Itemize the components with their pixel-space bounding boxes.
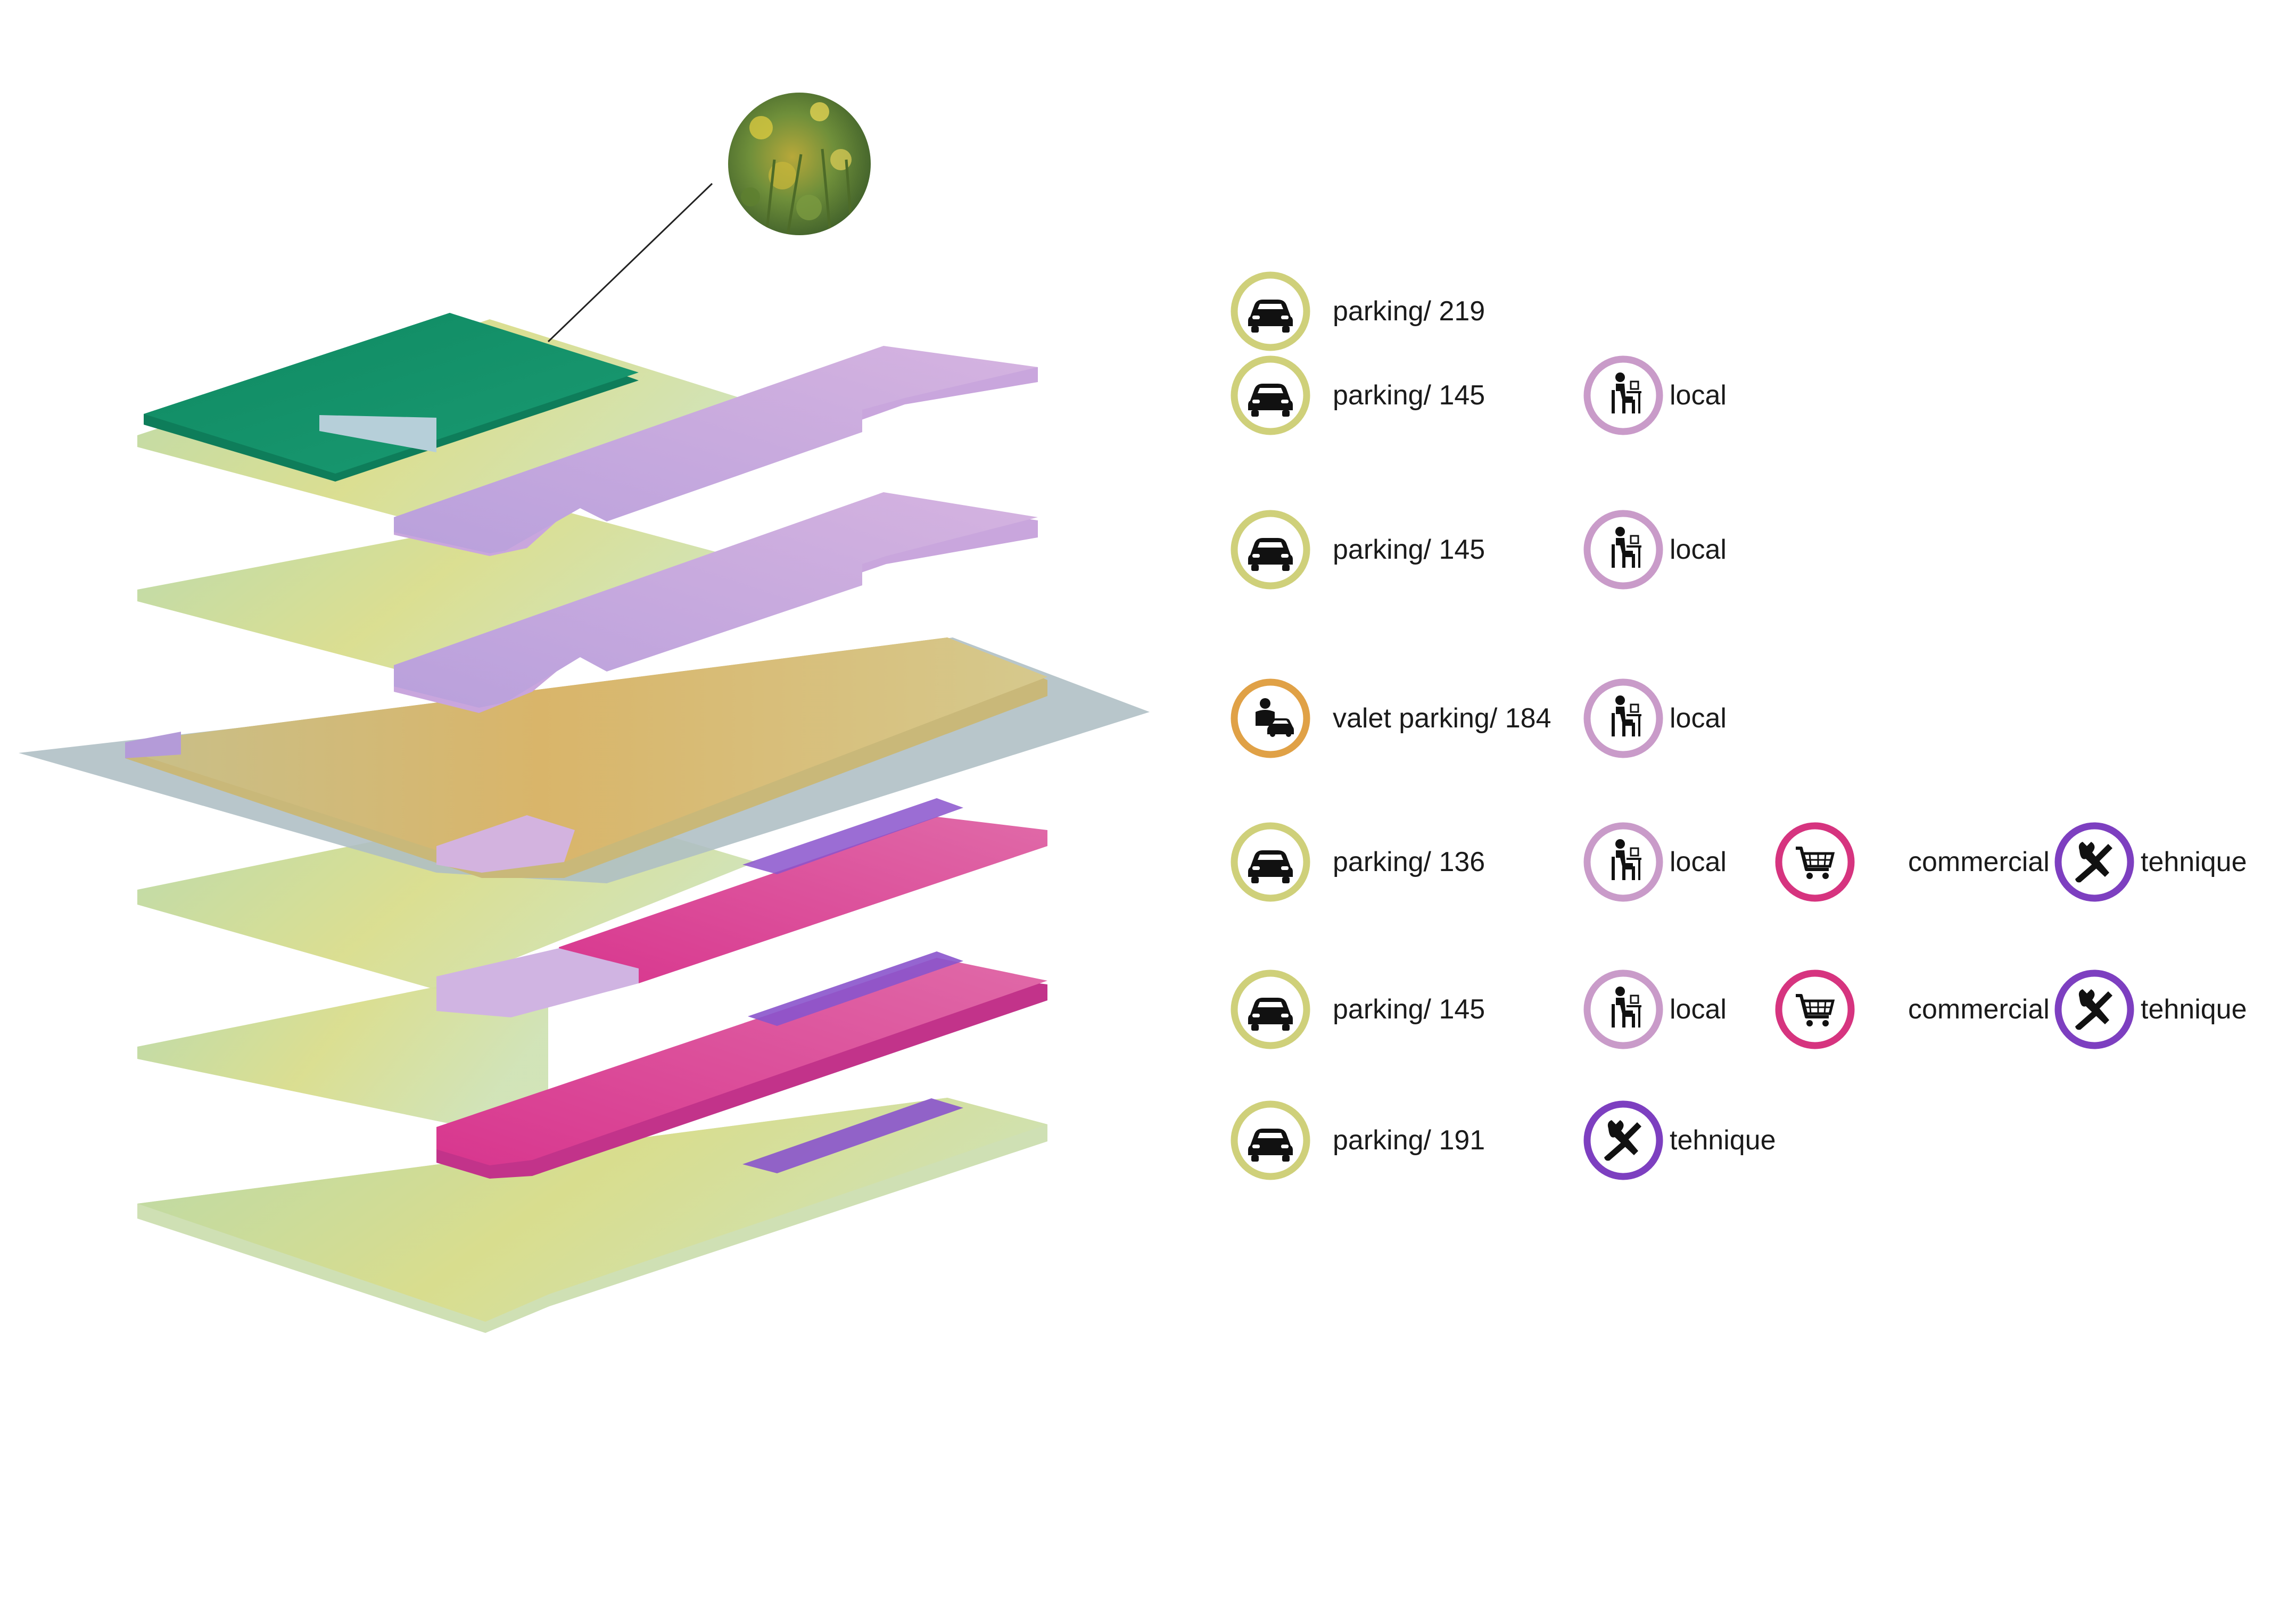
desk-worker-icon: [1583, 355, 1663, 435]
legend-item-parking: parking/ 219: [1231, 271, 1485, 351]
legend-label-local: local: [1670, 847, 1727, 877]
legend-label-commercial: commercial: [1908, 994, 2050, 1025]
slab-level-ground: [125, 637, 1047, 878]
legend-label-technique: tehnique: [1670, 1125, 1776, 1156]
slab-level-minus-3: [137, 1098, 1047, 1333]
green-roof-callout: [547, 93, 871, 343]
desk-worker-icon: [1583, 970, 1663, 1049]
legend-label-local: local: [1670, 994, 1727, 1025]
legend-item-commercial: commercial: [1775, 970, 2050, 1049]
legend-label-parking: parking/ 145: [1333, 380, 1485, 411]
legend-item-valet: valet parking/ 184: [1231, 678, 1551, 758]
valet-icon: [1231, 678, 1310, 758]
legend-item-technique: tehnique: [2054, 822, 2247, 902]
legend-item-technique: tehnique: [2054, 970, 2247, 1049]
slab-level-1: [137, 492, 1038, 713]
legend-label-technique: tehnique: [2141, 994, 2247, 1025]
legend-label-parking: parking/ 136: [1333, 847, 1485, 877]
cart-icon: [1775, 970, 1855, 1049]
wrench-screwdriver-icon: [1583, 1100, 1663, 1180]
car-icon: [1231, 355, 1310, 435]
legend-label-local: local: [1670, 534, 1727, 565]
wrench-screwdriver-icon: [2054, 822, 2134, 902]
desk-worker-icon: [1583, 822, 1663, 902]
car-icon: [1231, 510, 1310, 590]
green-roof: [144, 313, 639, 482]
legend-item-local: local: [1583, 510, 1727, 590]
desk-worker-icon: [1583, 510, 1663, 590]
legend-item-parking: parking/ 145: [1231, 970, 1485, 1049]
legend-label-commercial: commercial: [1908, 847, 2050, 877]
cart-icon: [1775, 822, 1855, 902]
legend-item-commercial: commercial: [1775, 822, 2050, 902]
legend-item-parking: parking/ 136: [1231, 822, 1485, 902]
desk-worker-icon: [1583, 678, 1663, 758]
legend-item-local: local: [1583, 678, 1727, 758]
legend-item-parking: parking/ 145: [1231, 355, 1485, 435]
legend-item-technique: tehnique: [1583, 1100, 1776, 1180]
legend-label-technique: tehnique: [2141, 847, 2247, 877]
car-icon: [1231, 822, 1310, 902]
car-icon: [1231, 1100, 1310, 1180]
car-icon: [1231, 970, 1310, 1049]
wrench-screwdriver-icon: [2054, 970, 2134, 1049]
legend-item-parking: parking/ 191: [1231, 1100, 1485, 1180]
legend-label-parking: parking/ 145: [1333, 534, 1485, 565]
car-icon: [1231, 271, 1310, 351]
legend-item-local: local: [1583, 355, 1727, 435]
legend-item-parking: parking/ 145: [1231, 510, 1485, 590]
legend-label-local: local: [1670, 703, 1727, 734]
legend-label-parking: parking/ 219: [1333, 296, 1485, 327]
legend-label-valet: valet parking/ 184: [1333, 703, 1551, 734]
legend-label-parking: parking/ 191: [1333, 1125, 1485, 1156]
legend-label-local: local: [1670, 380, 1727, 411]
legend-item-local: local: [1583, 970, 1727, 1049]
legend-label-parking: parking/ 145: [1333, 994, 1485, 1025]
legend-item-local: local: [1583, 822, 1727, 902]
